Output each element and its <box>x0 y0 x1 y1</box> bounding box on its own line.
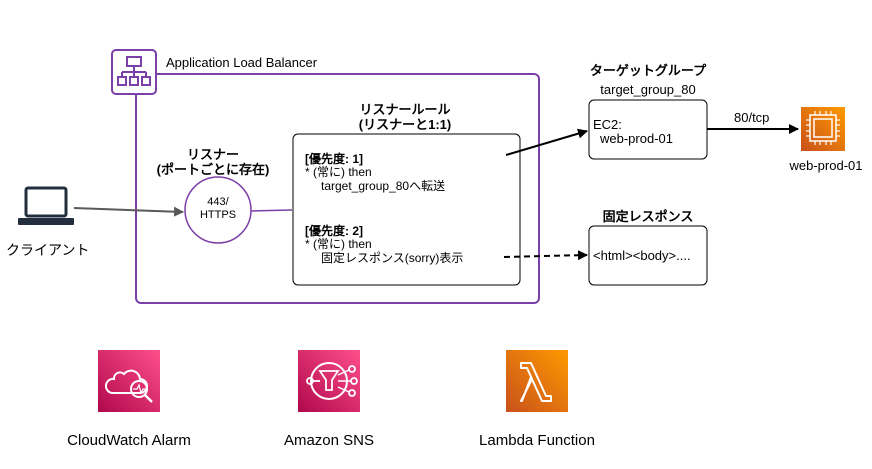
alb-icon <box>111 49 157 95</box>
listener-to-rules-line <box>250 209 293 212</box>
rule1-action: target_group_80へ転送 <box>321 179 446 193</box>
target-group-line2: web-prod-01 <box>600 131 673 146</box>
fixed-response-box <box>588 225 708 286</box>
listener-port-line1: 443/ <box>207 196 229 208</box>
rule2-priority: [優先度: 2] <box>305 224 363 238</box>
fixed-response-content: <html><body>.... <box>593 248 691 263</box>
sns-icon <box>298 350 360 412</box>
client-to-listener-arrow <box>73 206 184 217</box>
laptop-icon <box>18 186 74 225</box>
lambda-icon <box>506 350 568 412</box>
rule2-action: 固定レスポンス(sorry)表示 <box>321 251 464 265</box>
rule2-condition: * (常に) then <box>305 237 372 251</box>
fixed-response-title: 固定レスポンス <box>602 209 694 224</box>
listener-port-line2: HTTPS <box>199 209 237 221</box>
target-group-title: ターゲットグループ <box>589 63 707 78</box>
alb-label: Application Load Balancer <box>166 55 318 70</box>
listener-title-line2: (ポートごとに存在) <box>156 162 270 177</box>
listener-rules-box <box>292 133 521 286</box>
target-group-name: target_group_80 <box>600 82 696 97</box>
client-label: クライアント <box>6 242 90 258</box>
listener-circle <box>184 176 252 244</box>
listener-rules-title-line1: リスナールール <box>359 102 451 117</box>
listener-rules-title-line2: (リスナーと1:1) <box>358 117 452 132</box>
alb-group-box <box>135 73 540 304</box>
sns-label: Amazon SNS <box>283 432 375 449</box>
ec2-label: web-prod-01 <box>789 158 863 173</box>
cloudwatch-alarm-label: CloudWatch Alarm <box>67 432 191 449</box>
cloudwatch-alarm-icon <box>98 350 160 412</box>
listener-title-line1: リスナー <box>186 147 239 162</box>
ec2-instance-icon <box>801 107 845 151</box>
lambda-label: Lambda Function <box>479 432 595 449</box>
port-label: 80/tcp <box>734 110 770 125</box>
rule1-to-target-group-arrow <box>505 128 588 156</box>
rule1-condition: * (常に) then <box>305 165 372 179</box>
rule1-priority: [優先度: 1] <box>305 152 363 166</box>
target-group-line1: EC2: <box>593 117 622 132</box>
rule2-to-fixed-response-arrow <box>503 250 588 261</box>
